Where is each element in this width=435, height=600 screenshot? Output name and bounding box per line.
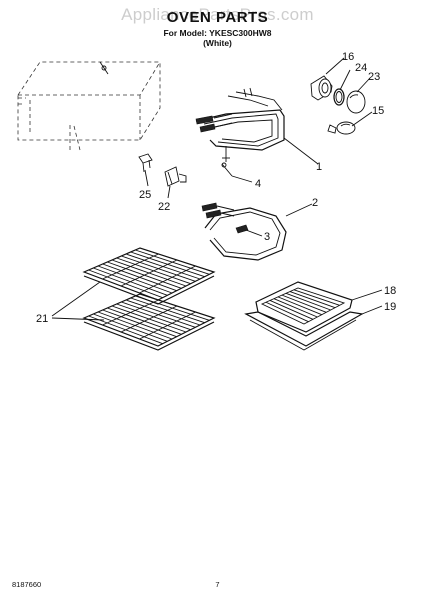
callout-22: 22: [158, 201, 170, 213]
part-15-bulb: [327, 121, 356, 135]
rack-crossbar: [139, 311, 196, 340]
broil-grid-slots: [265, 289, 340, 323]
document-number: 8187660: [12, 580, 42, 589]
oven-cavity: [17, 61, 161, 151]
grid-slot: [277, 296, 322, 316]
callout-18: 18: [384, 285, 396, 297]
callout-1: 1: [316, 161, 322, 173]
callout-16: 16: [342, 51, 354, 63]
model-line: For Model: YKESC300HW8: [163, 28, 272, 38]
part-23-lens: [346, 90, 366, 114]
grid-slot: [285, 292, 331, 311]
callout-23: 23: [368, 71, 380, 83]
callout-24: 24: [355, 62, 367, 74]
page-title: OVEN PARTS: [166, 9, 269, 26]
grid-slot: [265, 301, 309, 323]
part-1-broil-element: [195, 87, 285, 162]
leader-lines: [51, 57, 383, 321]
grid-slot: [273, 298, 318, 318]
callout-19: 19: [384, 301, 396, 313]
rack-crossbar: [139, 265, 196, 294]
color-line: (White): [203, 38, 232, 48]
rack-wires: [88, 249, 210, 345]
rack-crossbar: [120, 305, 178, 333]
rack-crossbar: [102, 299, 159, 326]
part-25-bracket: [138, 153, 153, 173]
part-3-screw: [235, 224, 249, 234]
grid-slot: [289, 291, 336, 309]
part-24-gasket: [333, 88, 345, 106]
grid-slot: [293, 289, 340, 306]
part-22-bracket: [164, 166, 187, 187]
callout-4: 4: [255, 178, 261, 190]
callout-25: 25: [139, 189, 151, 201]
callout-3: 3: [264, 231, 270, 243]
watermark: AppliancePartsPros.com: [121, 5, 314, 24]
page-number: 7: [215, 580, 220, 589]
grid-slot: [281, 294, 327, 313]
part-2-bake-element: [201, 202, 287, 261]
grid-slot: [269, 300, 314, 320]
rack-crossbar: [102, 253, 159, 280]
callout-21: 21: [36, 313, 48, 325]
callout-15: 15: [372, 105, 384, 117]
rack-crossbar: [120, 259, 178, 287]
part-4-screw: [221, 162, 233, 177]
callout-2: 2: [312, 197, 318, 209]
part-21-oven-racks: [82, 247, 216, 351]
part-19-broil-pan: [244, 311, 364, 351]
part-16-light-socket: [310, 75, 333, 101]
